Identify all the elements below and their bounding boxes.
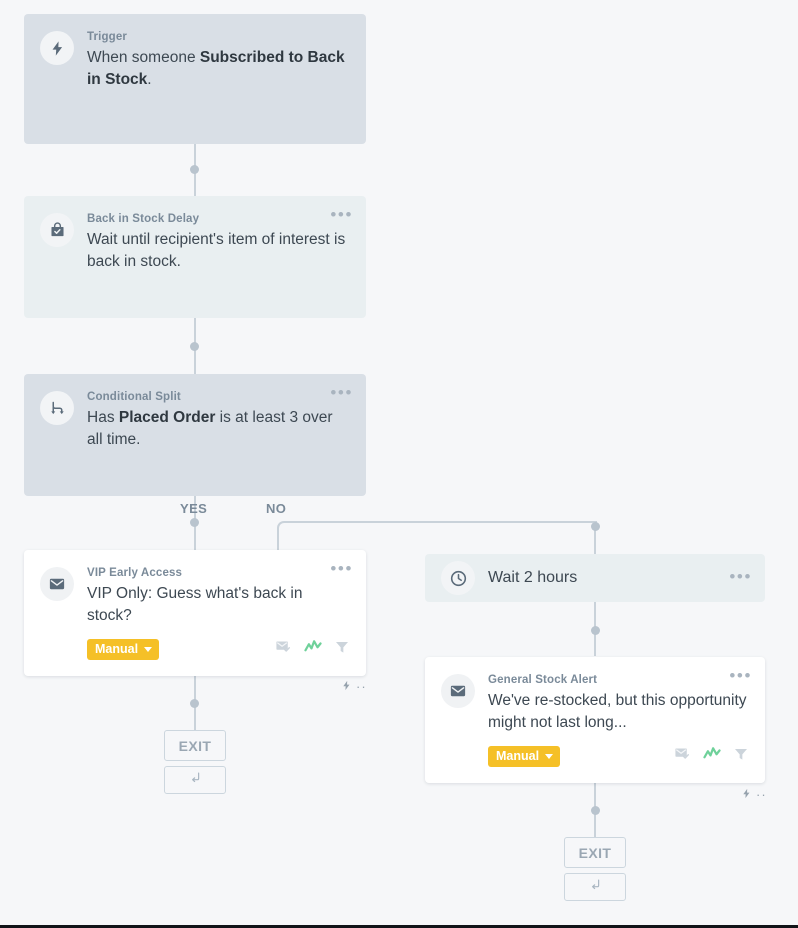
- send-mode-label: Manual: [496, 748, 540, 763]
- lightning-bolt-icon: [40, 31, 74, 65]
- envelope-icon: [441, 674, 475, 708]
- add-flow-branch-button-left[interactable]: [164, 766, 226, 794]
- wait-description: Wait 2 hours: [488, 569, 578, 586]
- card-menu-button[interactable]: •••: [330, 383, 353, 402]
- connector-dot: [591, 626, 600, 635]
- vip-card-corner-meta: ··: [341, 680, 367, 694]
- open-rate-trend-icon[interactable]: [703, 746, 721, 766]
- branch-label-yes: YES: [180, 501, 208, 516]
- add-flow-branch-icon: [188, 770, 203, 790]
- lightning-bolt-icon: [341, 680, 352, 694]
- card-menu-button[interactable]: •••: [729, 567, 752, 586]
- node-card-wait[interactable]: Wait 2 hours •••: [425, 554, 765, 602]
- connector-dot: [591, 522, 600, 531]
- node-label: Trigger: [87, 31, 128, 43]
- send-mode-badge[interactable]: Manual: [87, 638, 160, 660]
- node-label: Conditional Split: [87, 391, 181, 403]
- card-menu-button[interactable]: •••: [330, 205, 353, 224]
- lightning-bolt-icon: [741, 788, 752, 802]
- chevron-down-icon: [545, 753, 554, 759]
- corner-meta-dots: ··: [356, 679, 367, 694]
- connector-dot: [591, 806, 600, 815]
- email-stat-icons: [275, 638, 350, 660]
- trigger-description: When someone Subscribed to Back in Stock…: [87, 49, 345, 88]
- filter-funnel-icon[interactable]: [334, 639, 350, 660]
- branch-label-no: NO: [266, 501, 287, 516]
- clock-icon: [441, 561, 475, 595]
- delivery-check-icon[interactable]: [275, 638, 292, 660]
- send-mode-badge[interactable]: Manual: [488, 745, 561, 767]
- shopping-bag-check-icon: [40, 213, 74, 247]
- node-card-trigger[interactable]: Trigger When someone Subscribed to Back …: [24, 14, 366, 144]
- add-flow-branch-button-right[interactable]: [564, 873, 626, 901]
- connector-dot: [190, 342, 199, 351]
- node-label: VIP Early Access: [87, 567, 183, 579]
- split-description: Has Placed Order is at least 3 over all …: [87, 409, 333, 448]
- open-rate-trend-icon[interactable]: [304, 639, 322, 659]
- vip-email-subject: VIP Only: Guess what's back in stock?: [87, 585, 303, 624]
- connector-dot: [190, 699, 199, 708]
- node-card-back-in-stock-delay[interactable]: Back in Stock Delay Wait until recipient…: [24, 196, 366, 318]
- connector-no-branch-down: [594, 527, 596, 555]
- add-flow-branch-icon: [588, 877, 603, 897]
- branch-split-icon: [40, 391, 74, 425]
- email-stat-icons: [674, 745, 749, 767]
- general-email-subject: We've re-stocked, but this opportunity m…: [488, 692, 747, 731]
- send-mode-label: Manual: [95, 641, 139, 656]
- card-menu-button[interactable]: •••: [330, 559, 353, 578]
- chevron-down-icon: [144, 646, 153, 652]
- connector-dot: [190, 518, 199, 527]
- filter-funnel-icon[interactable]: [733, 746, 749, 767]
- node-label: Back in Stock Delay: [87, 213, 200, 225]
- node-card-conditional-split[interactable]: Conditional Split Has Placed Order is at…: [24, 374, 366, 496]
- exit-button-left[interactable]: EXIT: [164, 730, 226, 761]
- envelope-icon: [40, 567, 74, 601]
- corner-meta-dots: ··: [756, 787, 767, 802]
- node-card-vip-early-access[interactable]: VIP Early Access VIP Only: Guess what's …: [24, 550, 366, 676]
- connector-dot: [190, 165, 199, 174]
- delivery-check-icon[interactable]: [674, 745, 691, 767]
- exit-button-right[interactable]: EXIT: [564, 837, 626, 868]
- node-card-general-stock-alert[interactable]: General Stock Alert We've re-stocked, bu…: [425, 657, 765, 783]
- general-card-corner-meta: ··: [741, 788, 767, 802]
- node-label: General Stock Alert: [488, 674, 598, 686]
- delay-description: Wait until recipient's item of interest …: [87, 231, 346, 270]
- card-menu-button[interactable]: •••: [729, 666, 752, 685]
- connector-no-branch-elbow: [277, 521, 597, 555]
